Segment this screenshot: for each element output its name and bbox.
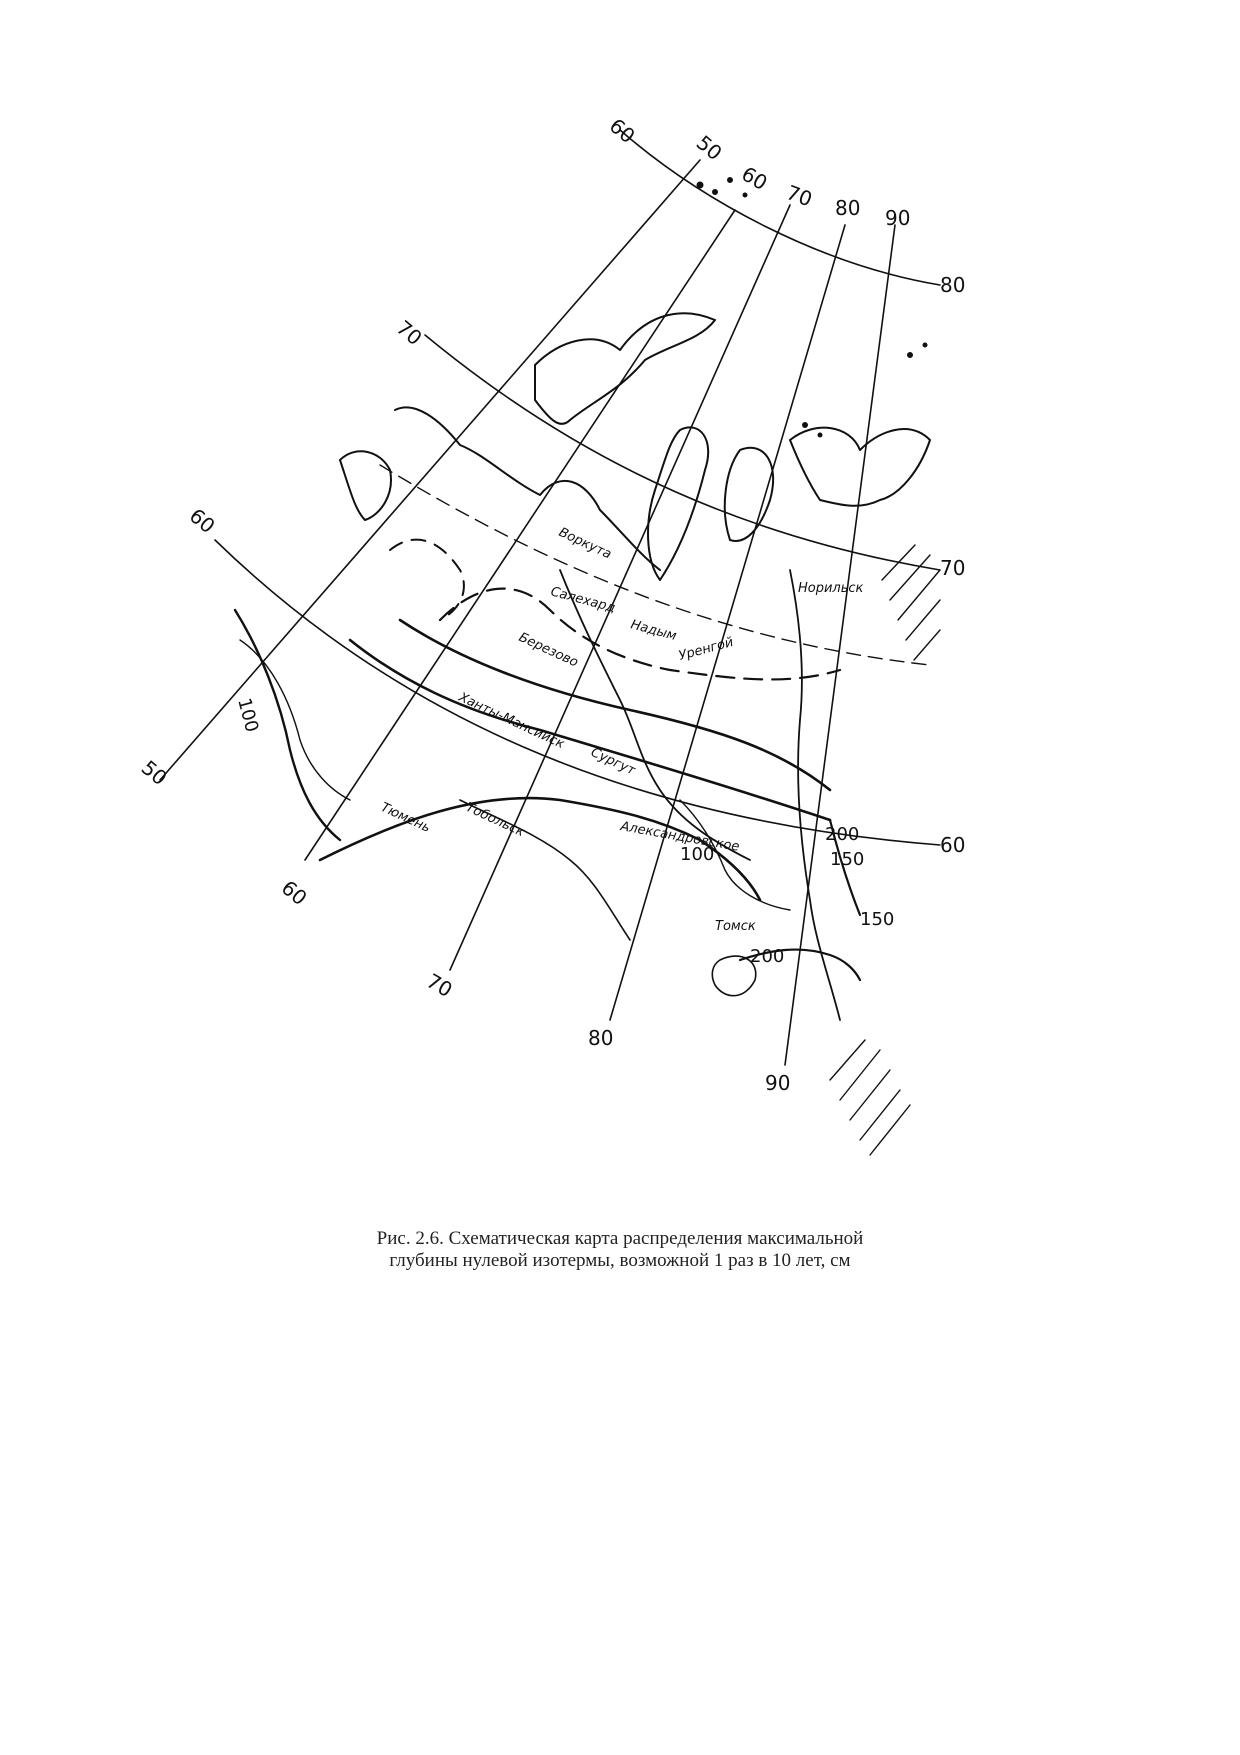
city-label: Надым	[629, 617, 678, 644]
meridian-label-bottom: 90	[765, 1071, 790, 1095]
meridian-70	[449, 204, 791, 971]
meridian-label-top: 60	[738, 162, 772, 196]
parallel-65-dashed	[379, 464, 931, 666]
island-dot	[712, 189, 718, 195]
figure-caption: Рис. 2.6. Схематическая карта распределе…	[0, 1228, 1240, 1272]
city-label: Норильск	[798, 581, 864, 596]
coastline-gydan	[723, 447, 775, 542]
isoline-label: 100	[680, 844, 714, 865]
island-dot	[907, 352, 913, 358]
meridian-label-top: 50	[692, 130, 727, 165]
caption-line-2: глубины нулевой изотермы, возможной 1 ра…	[389, 1250, 851, 1271]
yenisei-river	[789, 569, 841, 1021]
caption-line-1: Рис. 2.6. Схематическая карта распределе…	[376, 1228, 864, 1249]
parallel-label-right: 80	[940, 273, 965, 297]
map-svg: 60 50 60 70 80 90 80 70 60 70 60 50 60 7…	[140, 113, 965, 1156]
isoline-100-west	[233, 608, 342, 842]
city-label: Сургут	[588, 745, 637, 779]
city-label: Салехард	[549, 584, 617, 616]
irtysh-river	[459, 799, 631, 941]
parallel-60	[214, 539, 941, 846]
parallel-80	[619, 129, 941, 286]
parallel-label-left: 50	[140, 755, 172, 790]
city-label: Березово	[516, 630, 580, 671]
meridian-label-bottom: 60	[277, 875, 312, 910]
coastline-yamal	[647, 426, 710, 581]
meridian-90	[784, 224, 896, 1066]
coastline-taimyr	[789, 426, 931, 507]
meridian-60	[304, 209, 736, 861]
hatched-area-southeast	[829, 1039, 911, 1156]
isotherm-map: 60 50 60 70 80 90 80 70 60 70 60 50 60 7…	[140, 100, 1080, 1210]
island-dot	[696, 181, 704, 189]
isoline-label: 150	[860, 909, 894, 930]
island-dot	[742, 192, 748, 198]
parallel-label-right: 60	[940, 833, 965, 857]
meridian-label-bottom: 80	[588, 1026, 613, 1050]
isoline-label: 200	[825, 824, 859, 845]
white-sea	[339, 450, 392, 521]
island-dot	[922, 342, 928, 348]
parallel-label-left: 70	[392, 315, 427, 350]
isoline-100-main	[318, 796, 762, 902]
isoline-150	[348, 638, 832, 822]
isoline-200-east	[738, 948, 862, 982]
tributary-2	[679, 799, 791, 911]
isoline-label: 150	[830, 849, 864, 870]
isoline-dashed-2	[389, 538, 465, 621]
city-label: Томск	[715, 919, 756, 934]
parallel-label-left: 60	[185, 503, 220, 538]
city-label: Воркута	[556, 525, 613, 562]
island-dot	[802, 422, 808, 428]
island-dot	[727, 177, 733, 183]
meridian-50	[159, 159, 701, 781]
parallel-label-right: 70	[940, 556, 965, 580]
meridian-80	[609, 224, 846, 1021]
isoline-label: 100	[233, 696, 262, 735]
isoline-150-east	[828, 818, 862, 917]
ob-river	[559, 569, 751, 861]
meridian-label-top: 80	[835, 196, 860, 220]
isoline-200	[398, 618, 832, 792]
island-dot	[817, 432, 823, 438]
city-label: Уренгой	[677, 635, 735, 664]
parallel-70	[424, 334, 941, 571]
city-label: Ханты-Мансийск	[455, 690, 566, 753]
coastline-barents	[394, 406, 661, 571]
meridian-label-top: 70	[783, 180, 815, 211]
isoline-label: 200	[750, 946, 784, 967]
meridian-label-bottom: 70	[423, 969, 457, 1003]
hatched-area-norilsk	[881, 544, 941, 661]
meridian-label-top: 90	[885, 206, 910, 230]
coastline-north	[534, 312, 716, 425]
isoline-dashed	[438, 587, 842, 681]
